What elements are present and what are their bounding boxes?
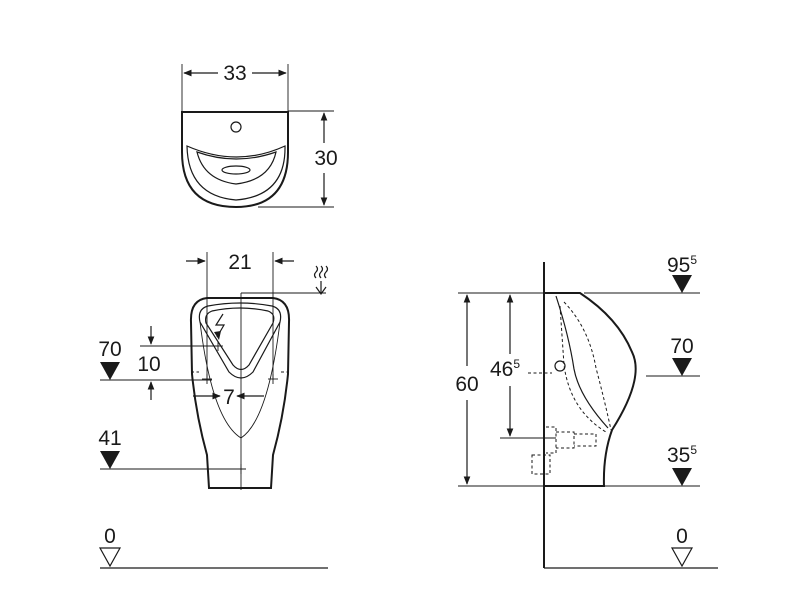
front-spacing-label: 21: [228, 251, 251, 274]
front-urinal-body: [189, 297, 291, 489]
side-top-level-label: 955: [667, 253, 697, 277]
fixing-point-right: [268, 374, 278, 384]
front-floor-label: 0: [104, 525, 116, 548]
front-level-70-label: 70: [98, 338, 121, 361]
tap-hole: [230, 121, 242, 133]
floor-level-marker-icon: [670, 547, 694, 568]
water-supply-icon: [313, 265, 329, 296]
front-bowl-opening: [198, 302, 282, 379]
electrical-connection-icon: [214, 313, 226, 340]
front-level-41-label: 41: [98, 427, 121, 450]
level-marker-icon: [100, 451, 120, 469]
side-outlet-level-label: 355: [667, 443, 697, 467]
top-width-label: 33: [223, 62, 246, 85]
outlet-fitting: [528, 372, 597, 475]
front-outlet-width-label: 7: [223, 386, 235, 409]
level-marker-icon: [100, 362, 120, 380]
level-marker-icon: [672, 275, 692, 293]
level-marker-icon: [672, 468, 692, 486]
side-height-label: 60: [455, 373, 478, 396]
top-view: 33 30: [181, 62, 338, 209]
level-marker-icon: [672, 358, 692, 376]
floor-level-marker-icon: [98, 547, 122, 568]
front-offset-10-label: 10: [137, 353, 160, 376]
side-inlet-hole: [554, 360, 566, 372]
side-view: 955 70 355 60 465 0: [455, 253, 718, 569]
side-floor-label: 0: [676, 525, 688, 548]
side-inlet-height-label: 465: [490, 357, 520, 381]
top-depth-label: 30: [314, 147, 337, 170]
side-level-70-label: 70: [670, 335, 693, 358]
front-view: 21: [98, 251, 329, 569]
top-view-bowl-outline: [181, 111, 289, 209]
fixing-point-left: [202, 374, 212, 384]
side-urinal-body: [544, 292, 637, 487]
